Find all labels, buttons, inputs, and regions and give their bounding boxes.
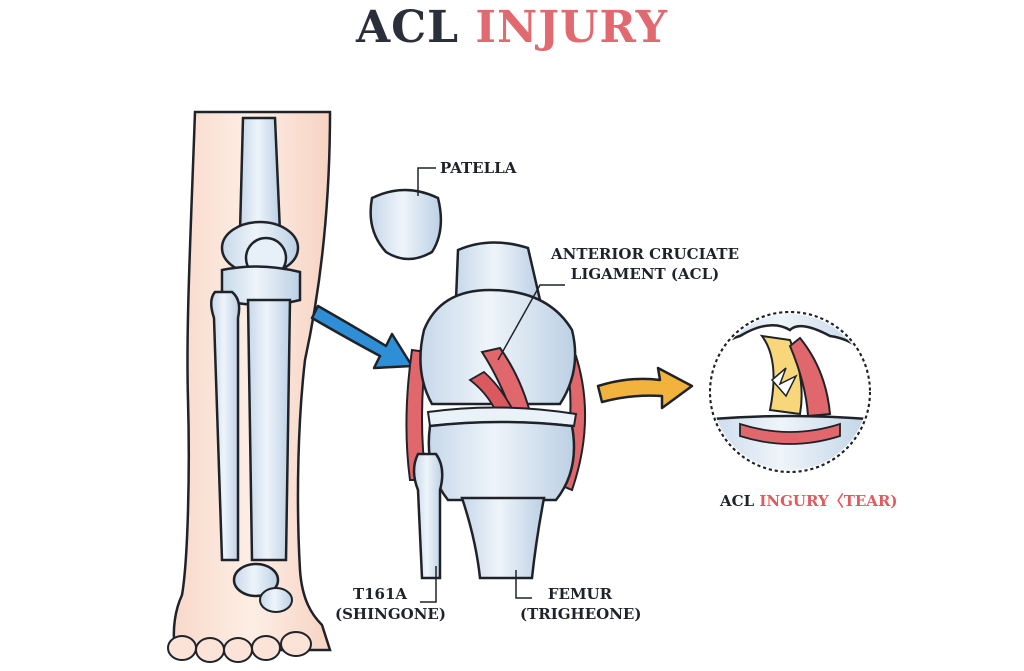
leg-illustration (167, 110, 332, 663)
label-femur: FEMUR (TRIGHEONE) (520, 584, 642, 624)
label-acl-line2: LIGAMENT (ACL) (570, 265, 720, 283)
tear-caption-part1: ACL (720, 492, 755, 510)
label-acl-tear: ACL INGURY〈TEAR) (720, 490, 898, 511)
toes (167, 631, 312, 663)
leg-tibia-bone (246, 298, 292, 562)
page-title: ACL INJURY (0, 2, 1024, 53)
femur-shaft (454, 241, 542, 302)
femur-condyles (419, 288, 577, 406)
leg-fibula-bone (210, 290, 241, 562)
knee-joint (405, 241, 587, 580)
tear-caption-part2: INGURY〈TEAR) (759, 492, 898, 510)
title-part-acl: ACL (355, 2, 460, 53)
label-acl: ANTERIOR CRUCIATE LIGAMENT (ACL) (540, 244, 750, 284)
label-femur-line1: FEMUR (547, 585, 613, 603)
label-femur-line2: (TRIGHEONE) (520, 605, 642, 623)
leader-lines (417, 167, 565, 603)
zoom-arrow-blue (310, 304, 414, 370)
zoom-arrow-orange (596, 366, 694, 410)
title-part-injury: INJURY (475, 2, 669, 53)
label-patella: PATELLA (440, 159, 517, 177)
fibula-bone (412, 452, 444, 580)
label-tibia: T161A (SHINGONE) (335, 584, 446, 624)
label-tibia-line2: (SHINGONE) (335, 605, 446, 623)
leg-femur-bone (238, 116, 282, 234)
label-tibia-line1: T161A (352, 585, 408, 603)
leg-ankle-bone (232, 562, 280, 598)
acl-tear-detail (709, 311, 871, 473)
tibia-head (427, 420, 576, 502)
label-acl-line1: ANTERIOR CRUCIATE (550, 245, 740, 263)
patella-bone (369, 188, 443, 261)
tibia-shaft (460, 496, 546, 580)
